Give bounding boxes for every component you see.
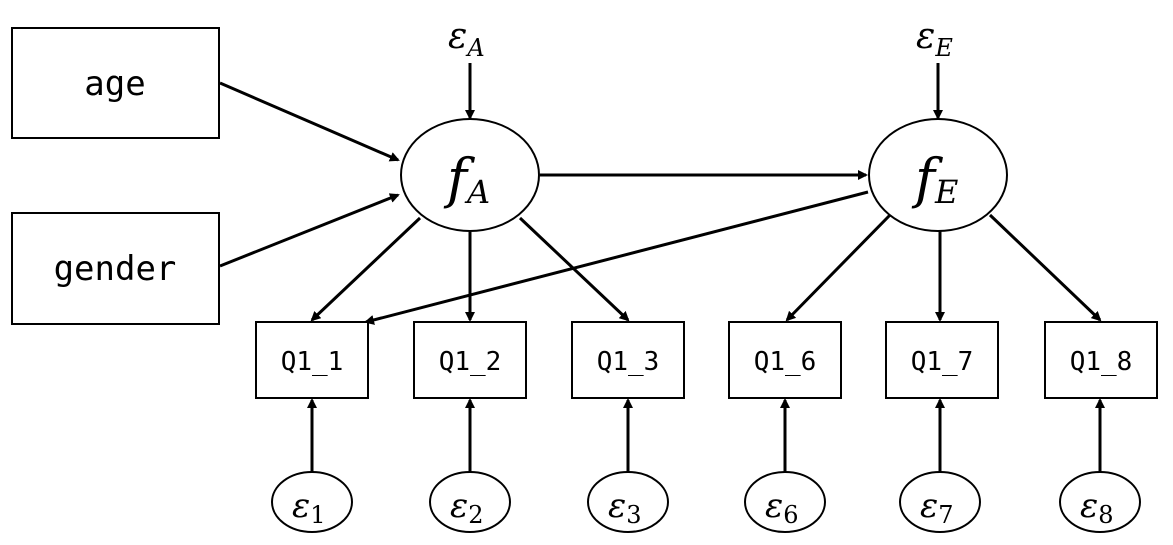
edge-fE-to-Q1_8: [988, 213, 1102, 322]
node-gender-label: gender: [54, 249, 177, 289]
error-e7: ε7: [899, 471, 981, 533]
error-eA-label: εA: [448, 16, 485, 62]
svg-text:ε1: ε1: [292, 486, 326, 529]
error-e8: ε8: [1059, 471, 1141, 533]
error-e2: ε2: [429, 471, 511, 533]
factor-fA-label: fA: [443, 147, 490, 211]
indicator-Q1_2-label: Q1_2: [439, 347, 502, 377]
svg-text:ε7: ε7: [920, 486, 954, 529]
error-e3: ε3: [587, 471, 669, 533]
error-eE-label: εE: [916, 16, 953, 62]
node-gender: gender: [11, 212, 220, 325]
error-e6: ε6: [744, 471, 826, 533]
indicator-Q1_3: Q1_3: [571, 321, 685, 399]
factor-fA: fA: [400, 118, 540, 232]
edge-fE-to-Q1_6: [785, 213, 892, 322]
factor-fE: fE: [868, 118, 1008, 232]
error-e1: ε1: [271, 471, 353, 533]
svg-text:ε3: ε3: [608, 486, 642, 529]
indicator-Q1_2: Q1_2: [413, 321, 527, 399]
svg-text:ε8: ε8: [1080, 486, 1114, 529]
node-age: age: [11, 27, 220, 139]
svg-text:ε6: ε6: [765, 486, 799, 529]
indicator-Q1_6: Q1_6: [728, 321, 842, 399]
edge-fE-to-Q1_1: [364, 190, 869, 325]
indicator-Q1_8-label: Q1_8: [1070, 347, 1133, 377]
indicator-Q1_7-label: Q1_7: [911, 347, 974, 377]
edge-fA-to-Q1_1: [310, 216, 422, 322]
node-age-label: age: [84, 64, 145, 104]
edge-age-to-fA: [219, 81, 400, 162]
indicator-Q1_1-label: Q1_1: [281, 347, 344, 377]
edge-gender-to-fA: [219, 193, 400, 268]
indicator-Q1_1: Q1_1: [255, 321, 369, 399]
indicator-Q1_3-label: Q1_3: [597, 347, 660, 377]
svg-text:ε2: ε2: [450, 486, 484, 529]
indicator-Q1_7: Q1_7: [885, 321, 999, 399]
edge-layer: [219, 63, 1105, 475]
indicator-Q1_8: Q1_8: [1044, 321, 1158, 399]
indicator-Q1_6-label: Q1_6: [754, 347, 817, 377]
